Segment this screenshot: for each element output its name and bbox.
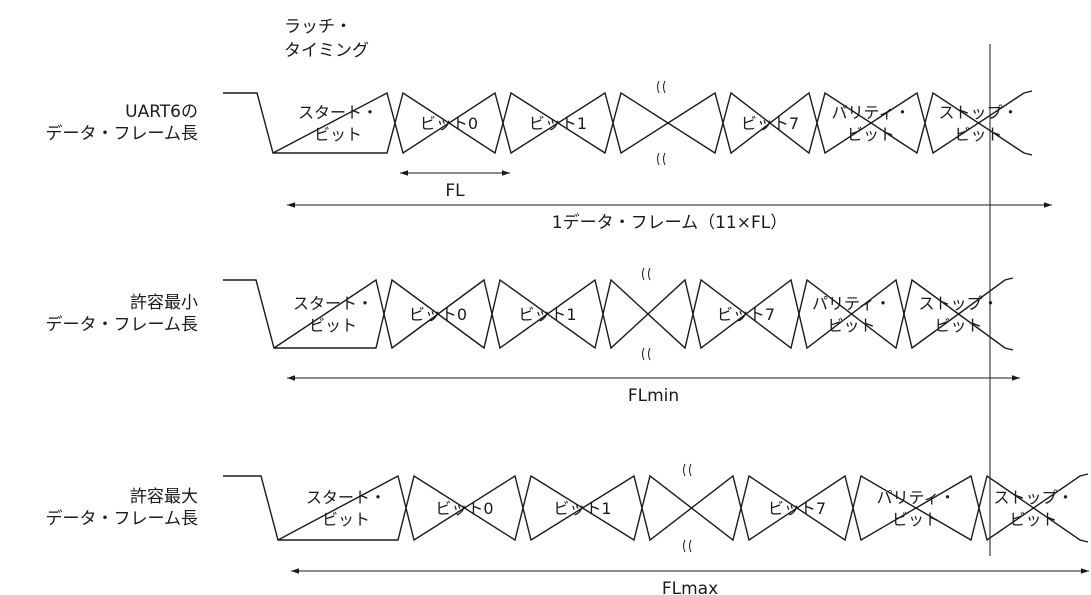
bit-cell-label-line1: スタート・	[298, 103, 378, 122]
row-label-line2: データ・フレーム長	[46, 314, 199, 335]
bit-cell-label-line1: パリティ・	[831, 103, 910, 122]
break-gap-top	[657, 79, 667, 107]
bit-cell-label-line2: ビット	[309, 316, 357, 335]
bit-cell-label: ビット1	[518, 305, 576, 324]
bit-cell-label-line2: ビット	[892, 510, 940, 529]
row-label-line1: 許容最大	[130, 487, 198, 507]
break-gap-bottom	[642, 334, 652, 362]
bit-cell-label-line2: ビット	[314, 125, 362, 144]
break-gap-top	[683, 462, 693, 490]
bit-cell-label-line1: スタート・	[293, 294, 373, 313]
bit-cell-label: ビット0	[435, 499, 493, 518]
signal-waveform-upper	[223, 474, 1089, 543]
signal-waveform-upper	[223, 91, 1033, 156]
signal-waveform-lower	[273, 277, 1014, 350]
row-label-line1: 許容最小	[130, 293, 198, 313]
bit-cell-label-line1: パリティ・	[876, 488, 955, 507]
bit-cell-label: ビット0	[420, 114, 478, 133]
row-label-line2: データ・フレーム長	[46, 123, 199, 144]
bit-cell-label: ビット1	[529, 114, 587, 133]
bit-cell-label-line2: ビット	[322, 510, 370, 529]
bit-cell-label-line1: パリティ・	[812, 294, 891, 313]
break-mark-top	[683, 463, 692, 477]
break-mark-bottom	[642, 347, 651, 361]
signal-waveform-lower	[272, 90, 1033, 155]
bit-cell-label-line2: ビット	[954, 125, 1002, 144]
fl-label: FL	[445, 181, 465, 201]
bit-cell-label-line2: ビット	[827, 316, 875, 335]
frame-span-label: FLmin	[628, 386, 679, 406]
frame-span-label: FLmax	[662, 579, 718, 595]
bit-cell-label-line1: ストップ・	[918, 294, 998, 313]
bit-cell-label: ビット1	[553, 499, 611, 518]
bit-cell-label-line2: ビット	[1009, 510, 1057, 529]
break-mark-bottom	[657, 152, 666, 166]
frame-span-label: 1データ・フレーム（11×FL）	[552, 212, 787, 233]
latch-timing-label-line1: ラッチ・	[284, 17, 352, 37]
bit-cell-label: ビット7	[741, 114, 799, 133]
row-label-line2: データ・フレーム長	[46, 508, 199, 529]
latch-timing-label-line2: タイミング	[284, 41, 369, 61]
bit-cell-label: ビット7	[768, 499, 826, 518]
bit-cell-label-line1: ストップ・	[993, 488, 1073, 507]
break-gap-bottom	[657, 139, 667, 167]
signal-waveform-lower	[277, 473, 1089, 542]
break-gap-top	[642, 266, 652, 294]
bit-cell-label: ビット7	[717, 305, 775, 324]
bit-cell-label-line1: スタート・	[306, 488, 386, 507]
break-gap-bottom	[683, 526, 693, 554]
row-label-line1: UART6の	[125, 102, 198, 122]
bit-cell-label: ビット0	[409, 305, 467, 324]
bit-cell-label-line2: ビット	[934, 316, 982, 335]
signal-waveform-upper	[223, 278, 1014, 351]
bit-cell-label-line1: ストップ・	[938, 103, 1018, 122]
break-mark-bottom	[683, 539, 692, 553]
break-mark-top	[657, 80, 666, 94]
bit-cell-label-line2: ビット	[847, 125, 895, 144]
break-mark-top	[642, 267, 651, 281]
